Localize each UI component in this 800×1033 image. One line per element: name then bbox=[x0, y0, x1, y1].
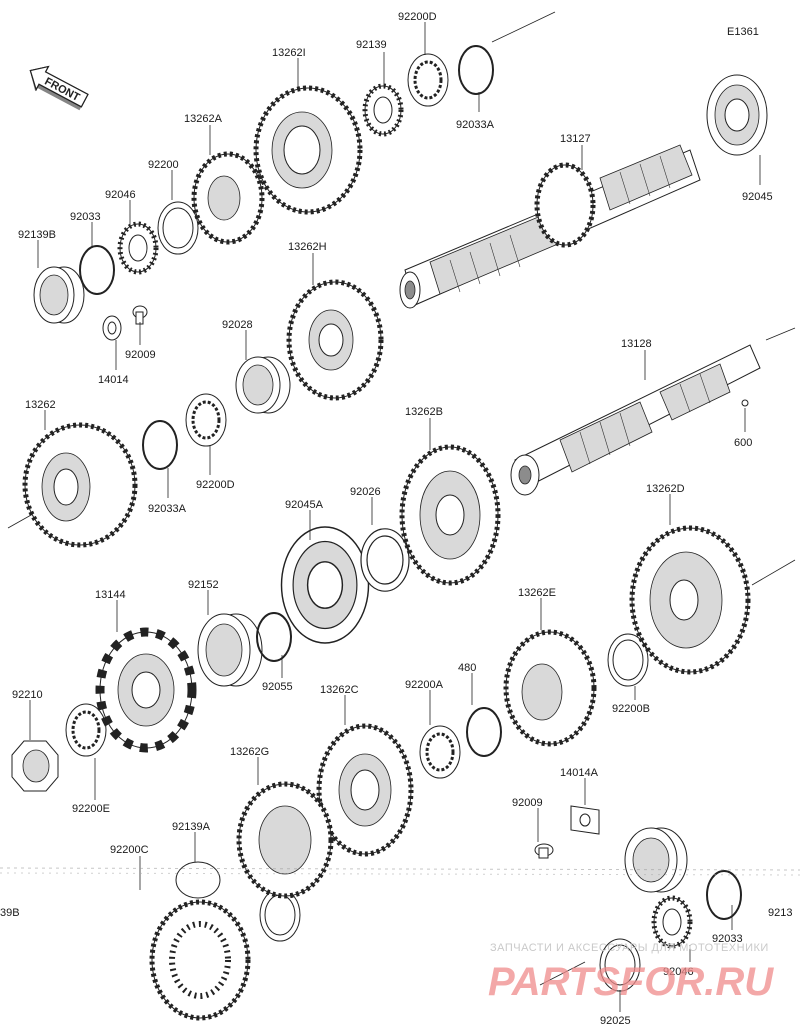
washer-92200 bbox=[157, 201, 199, 255]
bushing-92028 bbox=[235, 356, 291, 414]
label-13262I: 13262I bbox=[272, 47, 306, 59]
watermark: ЗАПЧАСТИ И АКСЕССУАРЫ ДЛЯ МОТОТЕХНИКИ PA… bbox=[488, 942, 774, 1004]
circlip-92033-top bbox=[79, 245, 115, 295]
bushing-bottom-right bbox=[624, 827, 688, 893]
gear-13262C bbox=[316, 723, 414, 857]
washer-92200E bbox=[64, 702, 108, 758]
circlip-480 bbox=[466, 707, 502, 757]
needle-bearing-92046-bottom bbox=[654, 898, 690, 946]
circlip-92033A-top bbox=[458, 45, 494, 95]
label-92139A: 92139A bbox=[172, 821, 211, 833]
label-92200B: 92200B bbox=[612, 703, 650, 715]
label-92200A: 92200A bbox=[405, 679, 444, 691]
bolt-92009-bottom bbox=[534, 843, 554, 859]
washer-92200D-top bbox=[406, 52, 450, 108]
bolt-92009-top bbox=[132, 305, 148, 325]
diagram-code: E1361 bbox=[727, 26, 759, 38]
label-92200E: 92200E bbox=[72, 803, 110, 815]
washer-14014A bbox=[570, 805, 600, 835]
axis-leader-lines bbox=[7, 11, 796, 986]
circlip-92055 bbox=[256, 612, 292, 662]
bushing-92139B bbox=[33, 266, 85, 324]
label-14014A: 14014A bbox=[560, 767, 599, 779]
watermark-tagline: ЗАПЧАСТИ И АКСЕССУАРЫ ДЛЯ МОТОТЕХНИКИ bbox=[490, 942, 769, 954]
label-92139B: 92139B bbox=[18, 229, 56, 241]
label-92033-top: 92033 bbox=[70, 211, 101, 223]
label-13127: 13127 bbox=[560, 133, 591, 145]
front-direction-arrow: FRONT bbox=[29, 65, 89, 111]
gear-13262B bbox=[399, 444, 501, 586]
washer-92200D-mid bbox=[184, 392, 228, 448]
label-92009-bottom: 92009 bbox=[512, 797, 543, 809]
label-13262G: 13262G bbox=[230, 746, 269, 758]
ball-600 bbox=[741, 399, 749, 407]
gear-13262 bbox=[22, 422, 138, 548]
label-92200C: 92200C bbox=[110, 844, 149, 856]
gear-13262I bbox=[253, 85, 363, 215]
label-92139B-cut: 39B bbox=[0, 907, 20, 919]
label-13262C: 13262C bbox=[320, 684, 359, 696]
label-92028: 92028 bbox=[222, 319, 253, 331]
label-13262E: 13262E bbox=[518, 587, 556, 599]
label-13262B: 13262B bbox=[405, 406, 443, 418]
label-13128: 13128 bbox=[621, 338, 652, 350]
label-9213-cut: 9213 bbox=[768, 907, 792, 919]
label-92025: 92025 bbox=[600, 1015, 631, 1027]
part-leader-lines bbox=[29, 22, 761, 1012]
label-13262H: 13262H bbox=[288, 241, 327, 253]
label-92200D-top: 92200D bbox=[398, 11, 437, 23]
gear-13262E bbox=[503, 629, 597, 747]
needle-bearing-92046-top bbox=[120, 224, 156, 272]
label-92033A-top: 92033A bbox=[456, 119, 495, 131]
input-shaft-13127 bbox=[399, 144, 701, 309]
watermark-logo: PARTSFOR.RU bbox=[488, 960, 774, 1004]
gear-bottom-left bbox=[149, 899, 251, 1021]
gear-13262H bbox=[286, 279, 384, 401]
label-92033-bottom: 92033 bbox=[712, 933, 743, 945]
bushing-92139A bbox=[175, 861, 221, 899]
scan-noise-band bbox=[0, 867, 800, 876]
label-480: 480 bbox=[458, 662, 476, 674]
washer-92026 bbox=[360, 528, 410, 592]
label-92055: 92055 bbox=[262, 681, 293, 693]
washer-14014 bbox=[102, 315, 122, 341]
output-shaft-13128 bbox=[510, 344, 761, 496]
label-92200D-mid: 92200D bbox=[196, 479, 235, 491]
nut-92210 bbox=[11, 740, 59, 792]
gear-13262G bbox=[236, 781, 334, 899]
gear-13262D bbox=[629, 525, 751, 675]
label-92046-bottom: 92046 bbox=[663, 966, 694, 978]
needle-bearing-92139 bbox=[365, 86, 401, 134]
label-92026: 92026 bbox=[350, 486, 381, 498]
sprocket-13144 bbox=[95, 627, 197, 753]
label-92139: 92139 bbox=[356, 39, 387, 51]
label-14014: 14014 bbox=[98, 374, 129, 386]
label-92152: 92152 bbox=[188, 579, 219, 591]
label-600: 600 bbox=[734, 437, 752, 449]
label-13144: 13144 bbox=[95, 589, 126, 601]
label-92009-top: 92009 bbox=[125, 349, 156, 361]
label-92200: 92200 bbox=[148, 159, 179, 171]
label-13262: 13262 bbox=[25, 399, 56, 411]
gear-13262A bbox=[191, 151, 265, 245]
label-92045: 92045 bbox=[742, 191, 773, 203]
circlip-92033A-mid bbox=[142, 420, 178, 470]
washer-92200A bbox=[418, 724, 462, 780]
label-92045A: 92045A bbox=[285, 499, 324, 511]
label-92210: 92210 bbox=[12, 689, 43, 701]
bearing-92045A bbox=[280, 526, 370, 644]
label-13262D: 13262D bbox=[646, 483, 685, 495]
washer-92200B bbox=[607, 633, 649, 687]
label-92046-top: 92046 bbox=[105, 189, 136, 201]
circlip-92033-bottom bbox=[706, 870, 742, 920]
bushing-92152 bbox=[197, 613, 263, 687]
part-labels: E1361 13262I 92139 92200D 92033A 13262A … bbox=[0, 11, 792, 1027]
bearing-92045 bbox=[706, 74, 768, 156]
label-92033A-mid: 92033A bbox=[148, 503, 187, 515]
label-13262A: 13262A bbox=[184, 113, 223, 125]
